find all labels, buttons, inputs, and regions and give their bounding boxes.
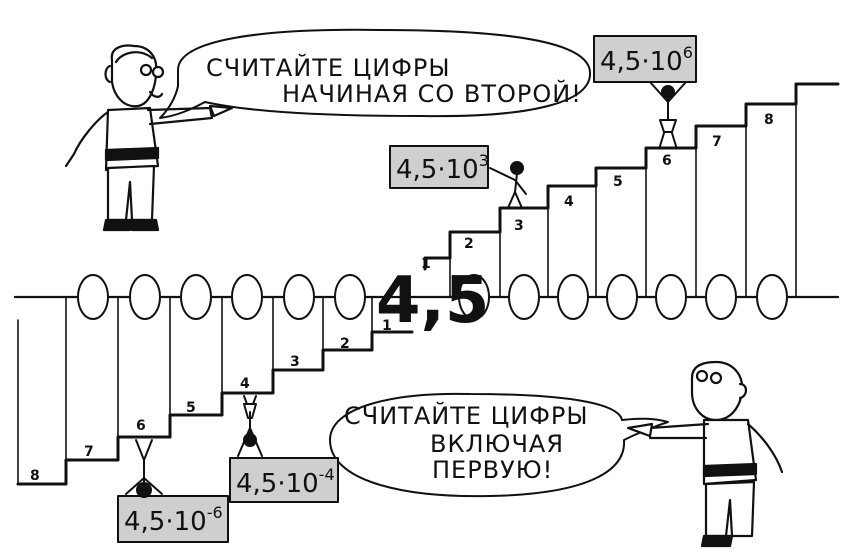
step-label-down-3: 3 <box>290 354 300 370</box>
sign-10-minus-4-exp: -4 <box>319 465 335 484</box>
bubble-bottom-line-1: СЧИТАЙТЕ ЦИФРЫ <box>344 401 589 430</box>
bubble-top-line-1: СЧИТАЙТЕ ЦИФРЫ <box>206 53 451 82</box>
stick-figure-step-6 <box>649 81 687 147</box>
speech-bubble-top <box>159 28 592 119</box>
zero-ovals-left <box>77 274 366 320</box>
bubble-bottom-line-2: ВКЛЮЧАЯ <box>430 430 564 458</box>
sign-10-minus-6-base: 4,5·10 <box>124 507 207 537</box>
sign-10-6-base: 4,5·10 <box>600 47 683 77</box>
step-label-down-1: 1 <box>382 318 392 334</box>
stick-figure-step-3 <box>489 161 527 209</box>
step-label-down-5: 5 <box>186 400 196 416</box>
sign-10-6-text: 4,5·106 <box>600 43 693 77</box>
sign-board-10-6 <box>593 35 697 83</box>
sign-10-3-base: 4,5·10 <box>396 155 479 185</box>
step-label-up-1: 1 <box>421 256 431 272</box>
sign-board-10-minus-4 <box>229 457 339 503</box>
step-label-up-4: 4 <box>564 194 574 210</box>
step-label-up-7: 7 <box>712 134 722 150</box>
step-label-down-7: 7 <box>84 444 94 460</box>
speech-bubble-bottom <box>329 392 669 498</box>
step-label-up-2: 2 <box>464 236 474 252</box>
stick-figure-step-minus-6 <box>125 439 163 498</box>
ascending-staircase <box>423 82 840 271</box>
stick-figure-step-minus-4 <box>237 395 263 457</box>
step-label-down-6: 6 <box>136 418 146 434</box>
center-number: 4,5 <box>376 264 489 338</box>
step-label-down-2: 2 <box>340 336 350 352</box>
step-label-down-8: 8 <box>30 468 40 484</box>
sign-10-minus-6-text: 4,5·10-6 <box>124 503 223 537</box>
step-label-up-3: 3 <box>514 218 524 234</box>
step-label-up-8: 8 <box>764 112 774 128</box>
descending-staircase <box>16 330 414 486</box>
sign-10-3-exp: 3 <box>479 151 489 170</box>
step-label-down-4: 4 <box>240 376 250 392</box>
sign-10-6-exp: 6 <box>683 43 693 62</box>
step-label-up-6: 6 <box>662 153 672 169</box>
sign-board-10-3 <box>389 145 489 189</box>
bubble-bottom-line-3: ПЕРВУЮ! <box>432 456 553 484</box>
sign-10-minus-4-base: 4,5·10 <box>236 469 319 499</box>
sign-10-3-text: 4,5·103 <box>396 151 489 185</box>
bubble-top-line-2: НАЧИНАЯ СО ВТОРОЙ! <box>282 79 582 108</box>
ascending-riser-lines <box>449 103 797 298</box>
man-bottom-right-pointing <box>626 360 784 548</box>
man-top-left-pointing <box>64 44 234 232</box>
descending-riser-lines <box>17 296 373 485</box>
sign-board-10-minus-6 <box>117 495 229 543</box>
sign-10-minus-6-exp: -6 <box>207 503 223 522</box>
sign-10-minus-4-text: 4,5·10-4 <box>236 465 335 499</box>
ascending-step-labels: 1 2 3 4 5 6 7 8 <box>421 112 774 272</box>
zero-ovals-right <box>458 274 788 320</box>
descending-step-labels: 1 2 3 4 5 6 7 8 <box>30 318 392 484</box>
step-label-up-5: 5 <box>613 174 623 190</box>
